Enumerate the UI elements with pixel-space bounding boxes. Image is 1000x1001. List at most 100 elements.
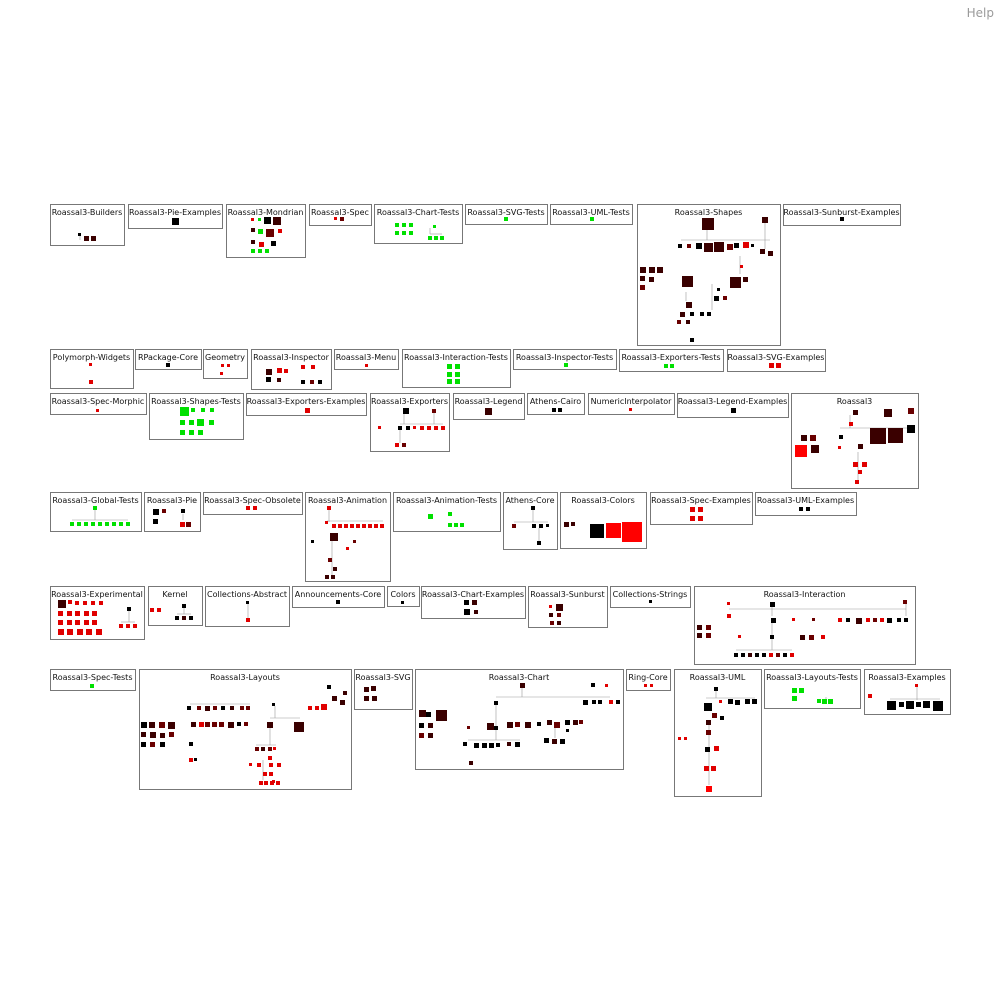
class-node[interactable] xyxy=(474,610,478,614)
class-node[interactable] xyxy=(251,228,255,232)
class-node[interactable] xyxy=(532,524,536,528)
class-node[interactable] xyxy=(364,687,369,692)
class-node[interactable] xyxy=(344,524,348,528)
class-node[interactable] xyxy=(141,732,146,737)
class-node[interactable] xyxy=(159,722,165,728)
package-frame[interactable] xyxy=(727,349,826,372)
class-node[interactable] xyxy=(770,635,774,639)
class-node[interactable] xyxy=(554,722,560,728)
package-frame[interactable] xyxy=(50,393,147,415)
package-frame[interactable] xyxy=(387,586,420,607)
class-node[interactable] xyxy=(419,710,426,717)
class-node[interactable] xyxy=(346,547,349,550)
class-node[interactable] xyxy=(690,507,695,512)
class-node[interactable] xyxy=(906,701,914,709)
package-frame[interactable] xyxy=(334,349,399,370)
class-node[interactable] xyxy=(267,722,273,728)
package-polymorph-widgets[interactable]: Polymorph-Widgets xyxy=(50,349,134,389)
package-frame[interactable] xyxy=(783,204,901,226)
class-node[interactable] xyxy=(776,653,780,657)
package-roassal3-layouts[interactable]: Roassal3-Layouts xyxy=(139,669,352,790)
class-node[interactable] xyxy=(277,368,282,373)
class-node[interactable] xyxy=(728,699,733,704)
package-frame[interactable] xyxy=(694,586,916,665)
class-node[interactable] xyxy=(246,618,250,622)
class-node[interactable] xyxy=(799,507,803,511)
class-node[interactable] xyxy=(707,312,711,316)
class-node[interactable] xyxy=(811,445,819,453)
class-node[interactable] xyxy=(240,706,244,710)
class-node[interactable] xyxy=(166,363,170,367)
package-roassal3-svg[interactable]: Roassal3-SVG xyxy=(354,669,413,710)
class-node[interactable] xyxy=(221,364,224,367)
class-node[interactable] xyxy=(447,364,452,369)
class-node[interactable] xyxy=(706,625,711,630)
class-node[interactable] xyxy=(182,616,186,620)
class-node[interactable] xyxy=(474,743,479,748)
package-frame[interactable] xyxy=(148,586,203,626)
class-node[interactable] xyxy=(191,408,195,412)
class-node[interactable] xyxy=(96,629,102,635)
package-frame[interactable] xyxy=(292,586,385,608)
class-node[interactable] xyxy=(189,420,194,425)
package-roassal3-spec-morphic[interactable]: Roassal3-Spec-Morphic xyxy=(50,393,147,415)
class-node[interactable] xyxy=(644,684,647,687)
class-node[interactable] xyxy=(657,267,663,273)
class-node[interactable] xyxy=(89,363,92,366)
class-node[interactable] xyxy=(735,700,740,705)
class-node[interactable] xyxy=(258,249,262,253)
class-node[interactable] xyxy=(762,217,768,223)
class-node[interactable] xyxy=(356,524,360,528)
class-node[interactable] xyxy=(269,772,273,776)
class-node[interactable] xyxy=(327,506,331,510)
class-node[interactable] xyxy=(472,600,477,605)
class-node[interactable] xyxy=(191,722,196,727)
class-node[interactable] xyxy=(884,409,892,417)
package-frame[interactable] xyxy=(415,669,624,770)
class-node[interactable] xyxy=(284,369,288,373)
class-node[interactable] xyxy=(308,706,312,710)
class-node[interactable] xyxy=(769,363,774,368)
package-frame[interactable] xyxy=(677,393,789,418)
class-node[interactable] xyxy=(318,380,322,384)
package-colors[interactable]: Colors xyxy=(387,586,420,607)
class-node[interactable] xyxy=(246,601,249,604)
class-node[interactable] xyxy=(698,516,703,521)
class-node[interactable] xyxy=(454,523,458,527)
class-node[interactable] xyxy=(189,616,193,620)
class-node[interactable] xyxy=(487,723,494,730)
class-node[interactable] xyxy=(557,613,561,617)
class-node[interactable] xyxy=(311,540,314,543)
class-node[interactable] xyxy=(866,618,870,622)
class-node[interactable] xyxy=(168,722,175,729)
class-node[interactable] xyxy=(447,379,452,384)
package-frame[interactable] xyxy=(149,393,244,440)
class-node[interactable] xyxy=(698,507,703,512)
class-node[interactable] xyxy=(741,653,745,657)
class-node[interactable] xyxy=(686,320,690,324)
class-node[interactable] xyxy=(649,600,652,603)
class-node[interactable] xyxy=(338,524,342,528)
class-node[interactable] xyxy=(687,244,691,248)
class-node[interactable] xyxy=(583,700,588,705)
class-node[interactable] xyxy=(531,506,535,510)
class-node[interactable] xyxy=(862,462,867,467)
class-node[interactable] xyxy=(380,524,384,528)
class-node[interactable] xyxy=(273,217,281,225)
package-frame[interactable] xyxy=(205,586,290,627)
class-node[interactable] xyxy=(244,722,248,726)
package-frame[interactable] xyxy=(203,349,248,379)
class-node[interactable] xyxy=(403,408,409,414)
class-node[interactable] xyxy=(91,522,95,526)
package-frame[interactable] xyxy=(527,393,585,415)
class-node[interactable] xyxy=(549,605,552,608)
package-roassal3-menu[interactable]: Roassal3-Menu xyxy=(334,349,399,370)
class-node[interactable] xyxy=(566,729,569,732)
class-node[interactable] xyxy=(364,696,369,701)
class-node[interactable] xyxy=(592,700,596,704)
class-node[interactable] xyxy=(325,521,328,524)
class-node[interactable] xyxy=(550,621,554,625)
package-frame[interactable] xyxy=(139,669,352,790)
class-node[interactable] xyxy=(720,716,724,720)
class-node[interactable] xyxy=(210,408,214,412)
